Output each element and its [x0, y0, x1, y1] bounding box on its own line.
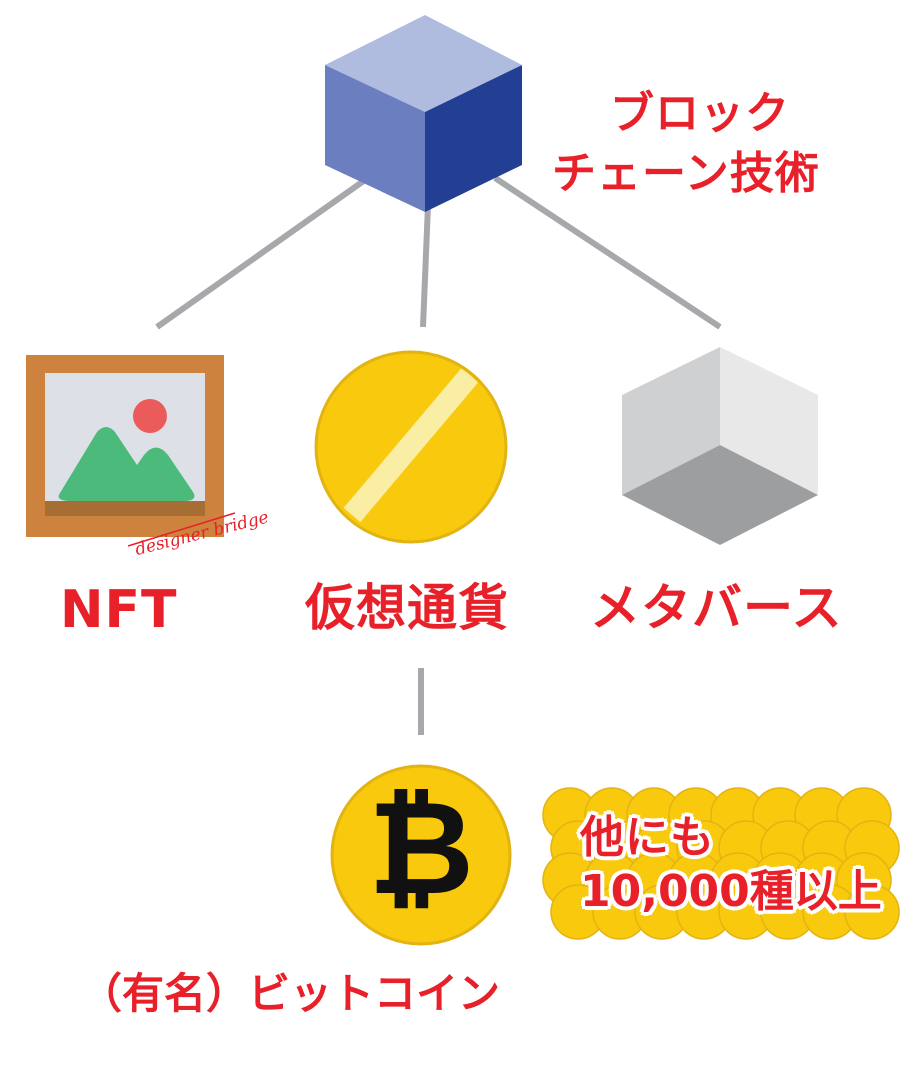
pile-coin: [844, 884, 900, 940]
watermark-underline: [127, 512, 236, 547]
connector-crypto: [420, 204, 431, 328]
blockchain-cube-icon: [325, 15, 522, 212]
bitcoin-label: （有名）ビットコイン: [80, 969, 501, 1018]
metaverse-cube-icon: [622, 347, 818, 545]
others-label-line1: 他にも: [580, 812, 715, 863]
connector-nft: [155, 177, 367, 330]
blockchain-label-line1: ブロック: [610, 88, 790, 139]
connector-lines: [155, 175, 722, 735]
crypto-label: 仮想通貨: [305, 579, 509, 637]
bitcoin-coin-icon: [330, 764, 512, 946]
bitcoin-symbol-icon: ₿: [368, 772, 474, 924]
picture-frame-icon: [26, 355, 224, 537]
nft-label: NFT: [60, 580, 178, 640]
coin-icon: [314, 350, 508, 544]
coin-pile-icon: [542, 787, 900, 940]
others-label-line2: 10,000種以上: [580, 866, 882, 917]
blockchain-label-line2: チェーン技術: [552, 148, 820, 199]
metaverse-label: メタバース: [590, 579, 843, 637]
connector-metaverse: [493, 175, 722, 330]
